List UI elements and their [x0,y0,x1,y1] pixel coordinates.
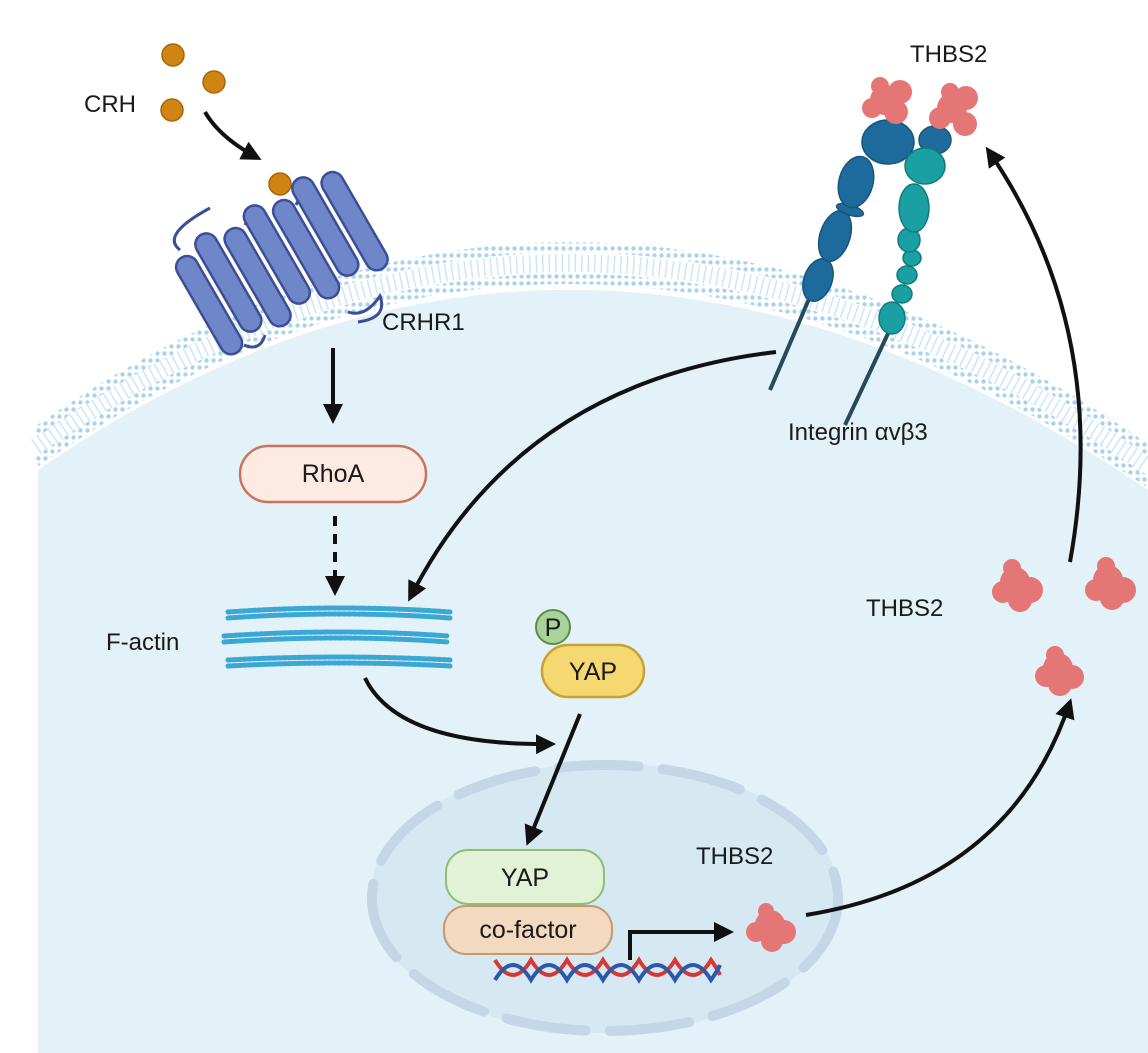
rhoa-label: RhoA [302,460,365,488]
integrin-label: Integrin αvβ3 [788,419,928,446]
integrin-avb3 [768,119,952,426]
phospho-label: P [545,614,562,642]
cofactor-label: co-factor [479,916,576,944]
crh-ligands [160,43,292,196]
nucleus [367,760,843,1036]
arrow-crh-to-receptor [203,110,262,160]
arrow-factin-to-nucleus [363,677,556,755]
plasma-membrane-outer [33,242,1148,455]
thbs2-extracellular-label: THBS2 [910,41,987,68]
yap-cytoplasm-label: YAP [569,658,617,686]
dna-helix [493,956,722,984]
f-actin-filaments [221,605,453,669]
yap-nucleus-label: YAP [501,864,549,892]
thbs2-nucleus-label: THBS2 [696,843,773,870]
arrow-nucleus-to-cytoplasm [805,698,1075,917]
arrows [203,110,1083,960]
integrin-alpha-chain [802,119,952,302]
cofactor-node: co-factor [443,905,613,955]
integrin-beta-chain [878,147,946,335]
plasma-membrane-inner [33,274,1148,487]
phospho-group [535,609,571,645]
thbs2-cytoplasm [992,557,1136,696]
thbs2-nucleus [746,903,796,952]
yap-nuclear: YAP [445,849,605,905]
yap-phosphorylated: YAP P [535,609,646,699]
thbs2-extracellular [862,77,978,136]
thbs2-cytoplasm-label: THBS2 [866,595,943,622]
f-actin-label: F-actin [106,629,179,656]
arrow-secretion [985,146,1083,563]
arrow-yap-translocation [524,713,582,846]
arrow-transcription [628,922,734,960]
rhoa-node: RhoA [238,444,428,504]
crhr1-receptor [172,170,389,356]
arrow-integrin-to-factin [408,350,777,602]
crh-label: CRH [84,91,136,118]
crhr1-label: CRHR1 [382,309,465,336]
